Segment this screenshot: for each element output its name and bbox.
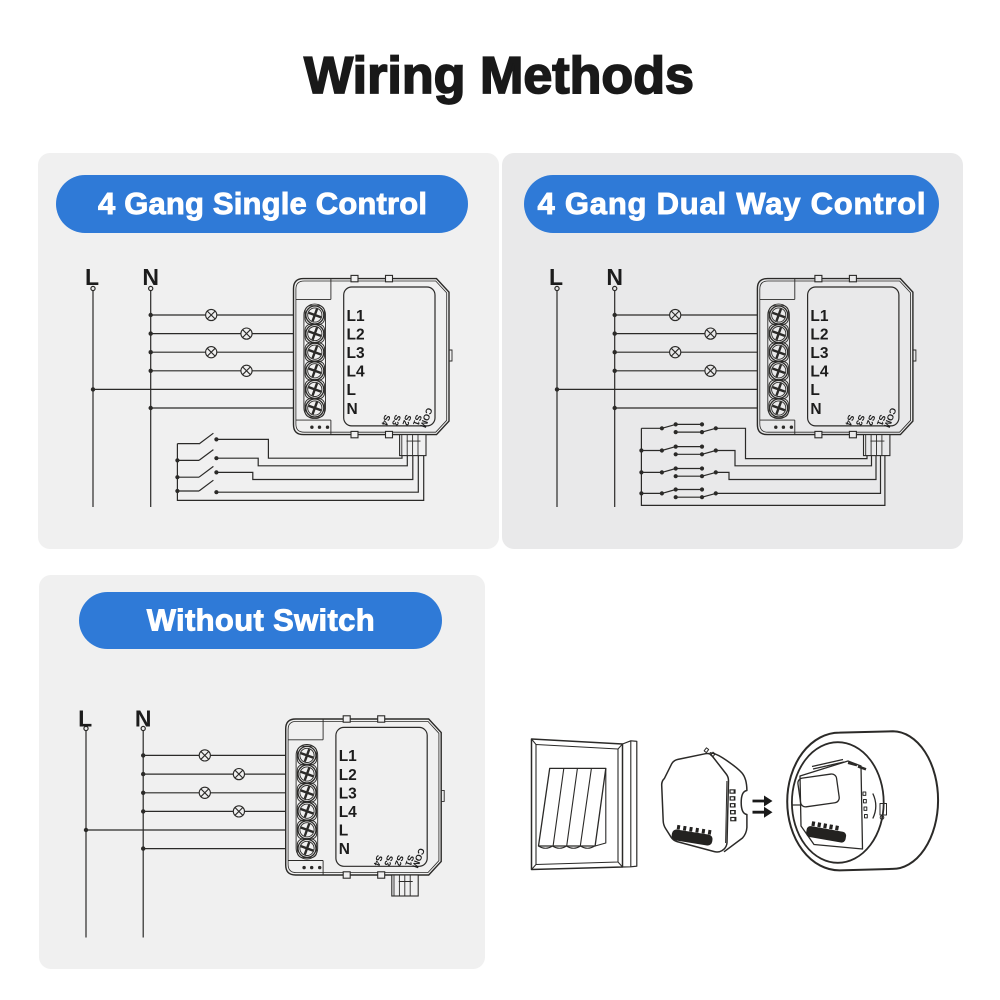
- svg-text:Wiring Methods: Wiring Methods: [304, 47, 694, 105]
- svg-text:N: N: [142, 264, 159, 290]
- svg-text:Without Switch: Without Switch: [147, 603, 375, 638]
- svg-text:L: L: [78, 706, 92, 732]
- svg-text:L: L: [85, 264, 99, 290]
- svg-text:4 Gang Single Control: 4 Gang Single Control: [98, 186, 427, 221]
- svg-text:4 Gang Dual Way Control: 4 Gang Dual Way Control: [538, 186, 926, 221]
- svg-text:N: N: [135, 706, 152, 732]
- svg-text:N: N: [606, 264, 623, 290]
- svg-text:L: L: [549, 264, 563, 290]
